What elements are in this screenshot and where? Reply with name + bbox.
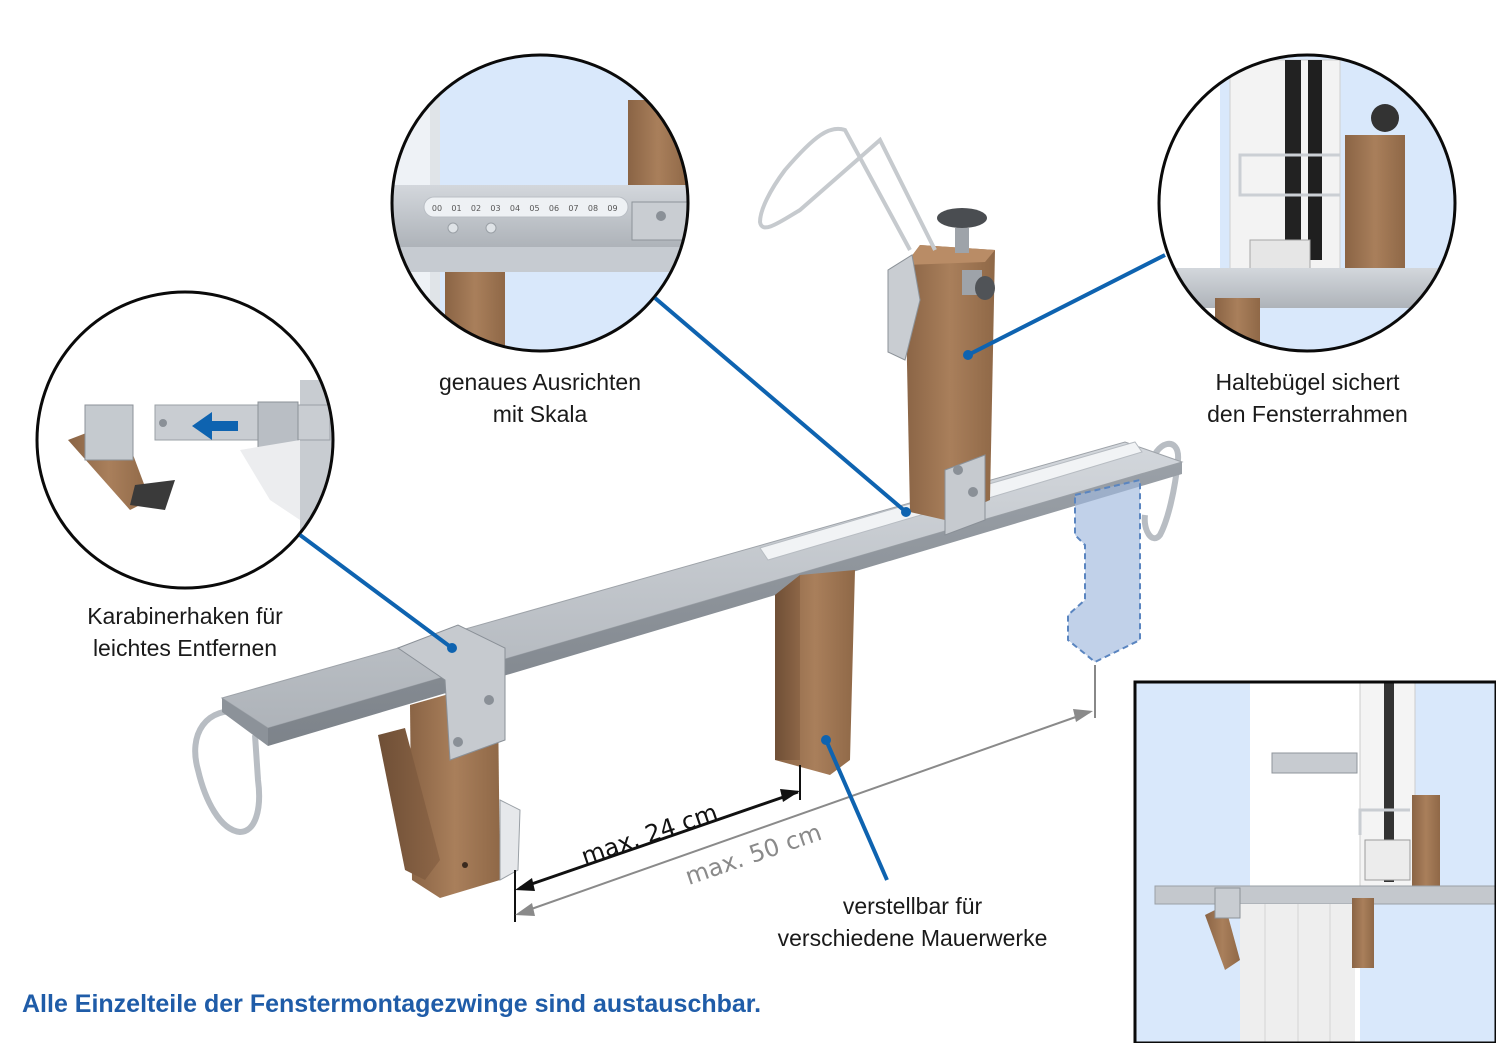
side-latch [887,254,921,361]
scale-tick-label: 00 [432,204,442,213]
masonry-label: verstellbar für verschiedene Mauerwerke [735,890,1090,954]
scale-detail-circle: 00 01 02 03 04 05 06 07 08 09 [390,53,690,353]
clamp-apparatus [192,126,1184,898]
scale-label-line-2: mit Skala [492,401,588,427]
masonry-label-line-1: verstellbar für [842,893,983,919]
scale-tick-label: 09 [607,204,617,213]
scale-label: genaues Ausrichten mit Skala [410,366,670,430]
bracket-label-line-1: Haltebügel sichert [1215,369,1400,395]
adjustable-foot-ghost [1067,478,1141,664]
scale-tick-label: 05 [529,204,539,213]
scale-tick-label: 07 [568,204,578,213]
bracket-detail-circle [1157,53,1457,353]
holding-wire [757,126,937,251]
scale-tick-label: 03 [490,204,500,213]
karabiner-label-line-1: Karabinerhaken für [87,603,283,629]
carabiner-detail-circle [35,290,335,590]
scale-tick-label: 02 [471,204,481,213]
scale-tick-label: 04 [510,204,520,213]
masonry-label-line-2: verschiedene Mauerwerke [777,925,1048,951]
scale-tick-label: 06 [549,204,559,213]
vertical-wooden-post [905,245,995,520]
scale-tick-label: 08 [588,204,598,213]
bracket-label-line-2: den Fensterrahmen [1207,401,1408,427]
karabiner-label-line-2: leichtes Entfernen [92,635,278,661]
left-arrow-icon [192,412,238,440]
left-bar-bracket [396,624,506,761]
footer-note: Alle Einzelteile der Fenstermontagezwing… [22,990,762,1018]
scale-label-line-1: genaues Ausrichten [438,369,642,395]
bracket-label: Haltebügel sichert den Fensterrahmen [1175,366,1440,430]
middle-wooden-foot [775,570,855,775]
right-carabiner-icon [1141,440,1182,542]
clamp-knob-icon [937,208,995,300]
scale-tick-label: 01 [451,204,461,213]
leader-lines [298,253,1166,881]
post-bracket [944,454,986,536]
installed-inset [1133,680,1496,1043]
karabiner-label: Karabinerhaken für leichtes Entfernen [60,600,310,664]
left-carabiner-icon [192,707,263,836]
